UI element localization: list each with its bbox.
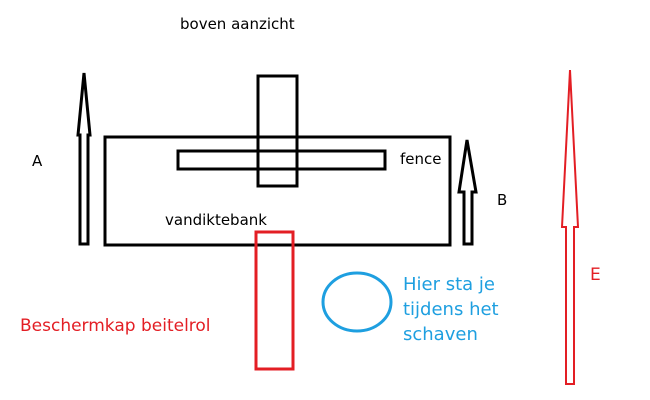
vertical-bar [256, 74, 299, 188]
label-guard: Beschermkap beitelrol [20, 316, 211, 336]
label-fence: fence [400, 150, 442, 168]
stand-position-ellipse [321, 271, 393, 333]
stand-note-line-3: schaven [403, 324, 478, 345]
planer-table-outline [103, 135, 452, 247]
label-arrow-a: A [32, 152, 43, 170]
diagram-title: boven aanzicht [180, 15, 295, 33]
arrow-e-icon [560, 69, 580, 385]
label-arrow-e: E [590, 265, 601, 285]
arrow-b-icon [457, 139, 478, 246]
stand-note-line-1: Hier sta je [403, 274, 495, 295]
stand-position-note: Hier sta je tijdens het schaven [403, 272, 499, 347]
label-arrow-b: B [497, 191, 508, 209]
arrow-a-icon [76, 72, 92, 246]
guard-rectangle [254, 230, 295, 371]
stand-note-line-2: tijdens het [403, 299, 499, 320]
label-table: vandiktebank [165, 211, 267, 229]
fence-bar [176, 149, 387, 171]
